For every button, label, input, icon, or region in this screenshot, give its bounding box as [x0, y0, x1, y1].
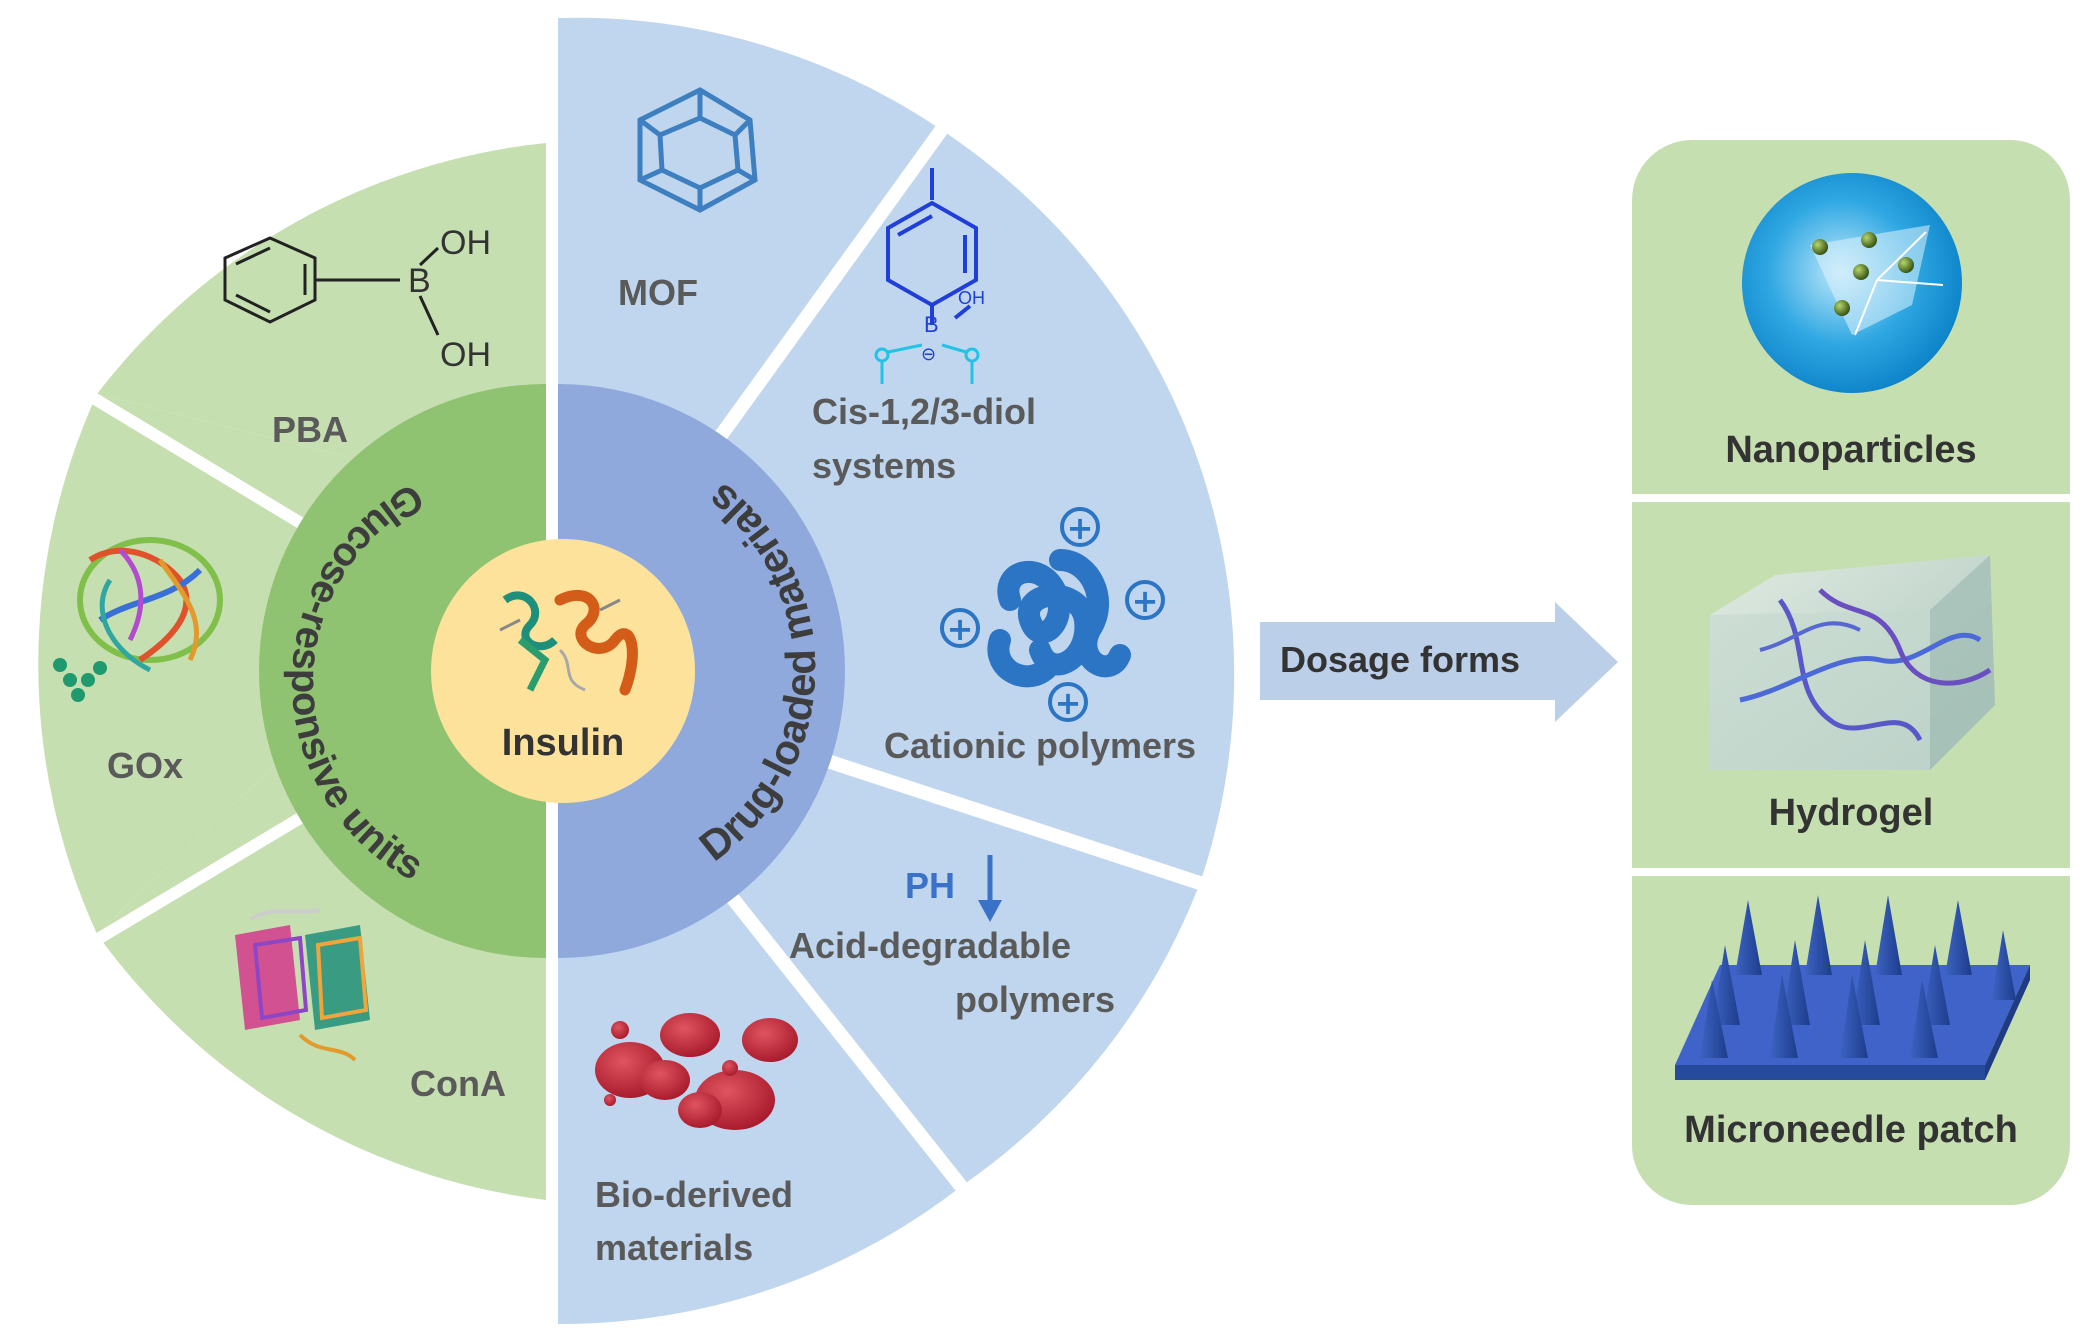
pba-oh-top: OH [440, 224, 491, 262]
nanoparticles-label: Nanoparticles [1725, 429, 1976, 471]
segment-divider [797, 745, 1218, 895]
microneedle-patch-label: Microneedle patch [1684, 1109, 2018, 1151]
diol-boron: B [924, 312, 939, 337]
segment-divider [724, 890, 974, 1200]
nanoparticle-icon [1742, 173, 1962, 393]
pba-label: PBA [272, 409, 348, 450]
charge-plus: + [947, 610, 974, 648]
diol-structure-icon [886, 168, 978, 325]
microneedle-patch-icon [1675, 895, 2030, 1080]
pba-boron: B [408, 262, 431, 300]
diol-label-line2: systems [812, 445, 956, 486]
charge-plus: + [1132, 582, 1159, 620]
diol-oh: OH [958, 288, 985, 308]
diol-label-line1: Cis-1,2/3-diol [812, 391, 1036, 432]
pba-structure [223, 236, 440, 336]
gox-protein-icon [53, 537, 223, 702]
cationic-polymer-icon [987, 549, 1131, 688]
mof-cage-icon [637, 87, 758, 213]
bio-derived-particles-icon [595, 1013, 798, 1130]
dosage-forms-arrow: Dosage forms [1260, 602, 1618, 722]
cona-protein-icon [235, 908, 370, 1062]
dosage-forms-label: Dosage forms [1280, 639, 1520, 680]
cationic-polymers-label: Cationic polymers [884, 725, 1196, 766]
pba-oh-bottom: OH [440, 336, 491, 374]
insulin-label: Insulin [502, 722, 624, 764]
hydrogel-icon [1710, 555, 1995, 770]
hydrogel-label: Hydrogel [1769, 792, 1934, 834]
drug-loaded-half [558, 17, 1235, 1325]
charge-plus: + [1067, 509, 1094, 547]
drug-inner-ring [558, 384, 845, 958]
diol-oxygen-links [874, 343, 980, 384]
down-arrow-icon [978, 855, 1002, 922]
positive-charges [940, 507, 1165, 722]
cona-label: ConA [410, 1063, 506, 1104]
ph-label: PH [905, 865, 955, 906]
bio-derived-label-line1: Bio-derived [595, 1174, 793, 1215]
charge-plus: + [1055, 684, 1082, 722]
gox-label: GOx [107, 745, 183, 786]
mof-label: MOF [618, 272, 698, 313]
dosage-forms-panel: Nanoparticles Hydrogel [1632, 140, 2070, 1205]
bio-derived-label-line2: materials [595, 1227, 753, 1268]
acid-degradable-label-line2: polymers [955, 979, 1115, 1020]
acid-degradable-label-line1: Acid-degradable [789, 925, 1071, 966]
insulin-core: Insulin [431, 539, 695, 803]
insulin-structure-icon [499, 589, 638, 696]
glucose-inner-ring [259, 384, 546, 958]
diol-charge: ⊖ [921, 344, 936, 365]
